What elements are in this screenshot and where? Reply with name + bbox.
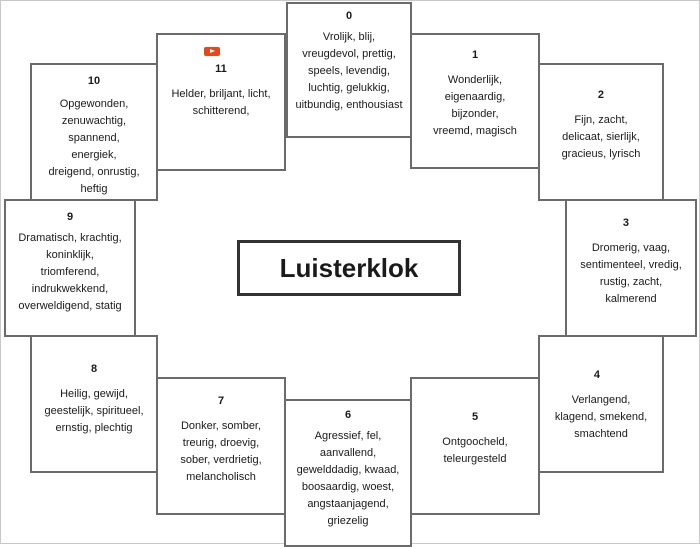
clock-box-11: 11 Helder, briljant, licht, schitterend, — [156, 33, 286, 171]
clock-box-1: 1 Wonderlijk, eigenaardig, bijzonder, vr… — [410, 33, 540, 169]
box-words: Donker, somber, treurig, droevig, sober,… — [180, 420, 262, 483]
clock-box-3: 3 Dromerig, vaag, sentimenteel, vredig, … — [565, 199, 697, 337]
box-words: Dramatisch, krachtig, koninklijk, triomf… — [18, 232, 122, 312]
box-words: Agressief, fel, aanvallend, gewelddadig,… — [296, 430, 400, 527]
box-number: 2 — [597, 89, 604, 101]
box-words: Helder, briljant, licht, schitterend, — [171, 88, 271, 117]
clock-box-6: 6 Agressief, fel, aanvallend, gewelddadi… — [284, 399, 412, 547]
box-words: Opgewonden, zenuwachtig, spannend, energ… — [48, 98, 140, 195]
box-number: 4 — [593, 369, 600, 381]
clock-box-2: 2 Fijn, zacht, delicaat, sierlijk, graci… — [538, 63, 664, 201]
clock-box-8: 8 Heilig, gewijd, geestelijk, spiritueel… — [30, 335, 158, 473]
box-words: Dromerig, vaag, sentimenteel, vredig, ru… — [580, 242, 682, 305]
box-number: 9 — [66, 211, 74, 223]
box-words: Wonderlijk, eigenaardig, bijzonder, vree… — [433, 74, 517, 137]
box-number: 1 — [471, 49, 479, 61]
box-number: 6 — [344, 409, 352, 421]
video-play-icon — [204, 46, 220, 56]
video-badge — [164, 43, 278, 56]
box-number: 5 — [471, 411, 479, 423]
center-title: Luisterklok — [237, 240, 461, 296]
clock-box-5: 5 Ontgoocheld, teleurgesteld — [410, 377, 540, 515]
clock-box-9: 9 Dramatisch, krachtig, koninklijk, trio… — [4, 199, 136, 337]
box-number: 0 — [345, 10, 353, 22]
box-number: 8 — [90, 363, 98, 375]
box-words: Verlangend, klagend, smekend, smachtend — [554, 394, 648, 440]
box-number: 7 — [217, 395, 225, 407]
box-number: 3 — [622, 217, 629, 229]
box-number: 11 — [215, 63, 227, 75]
clock-box-4: 4 Verlangend, klagend, smekend, smachten… — [538, 335, 664, 473]
clock-box-10: 10 Opgewonden, zenuwachtig, spannend, en… — [30, 63, 158, 201]
box-number: 10 — [87, 75, 101, 87]
clock-box-7: 7 Donker, somber, treurig, droevig, sobe… — [156, 377, 286, 515]
clock-box-0: 0 Vrolijk, blij, vreugdevol, prettig, sp… — [286, 2, 412, 138]
box-words: Ontgoocheld, teleurgesteld — [442, 436, 508, 465]
box-words: Heilig, gewijd, geestelijk, spiritueel, … — [44, 388, 144, 434]
box-words: Fijn, zacht, delicaat, sierlijk, gracieu… — [561, 114, 641, 160]
box-words: Vrolijk, blij, vreugdevol, prettig, spee… — [295, 31, 403, 111]
